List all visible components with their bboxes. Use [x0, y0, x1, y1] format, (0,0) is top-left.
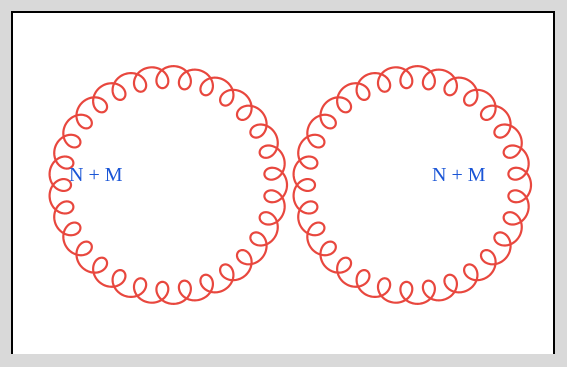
gluon-coil-right	[292, 65, 533, 305]
loop-label-left: N + M	[69, 164, 123, 186]
loop-label-right: N + M	[432, 164, 486, 186]
gluon-loop-right: N + M	[292, 65, 533, 305]
diagram-frame: N + M N + M	[11, 11, 555, 354]
gluon-coil-left	[48, 65, 289, 305]
gluon-loop-diagram: N + M N + M	[48, 65, 533, 305]
gluon-loop-left: N + M	[48, 65, 289, 305]
